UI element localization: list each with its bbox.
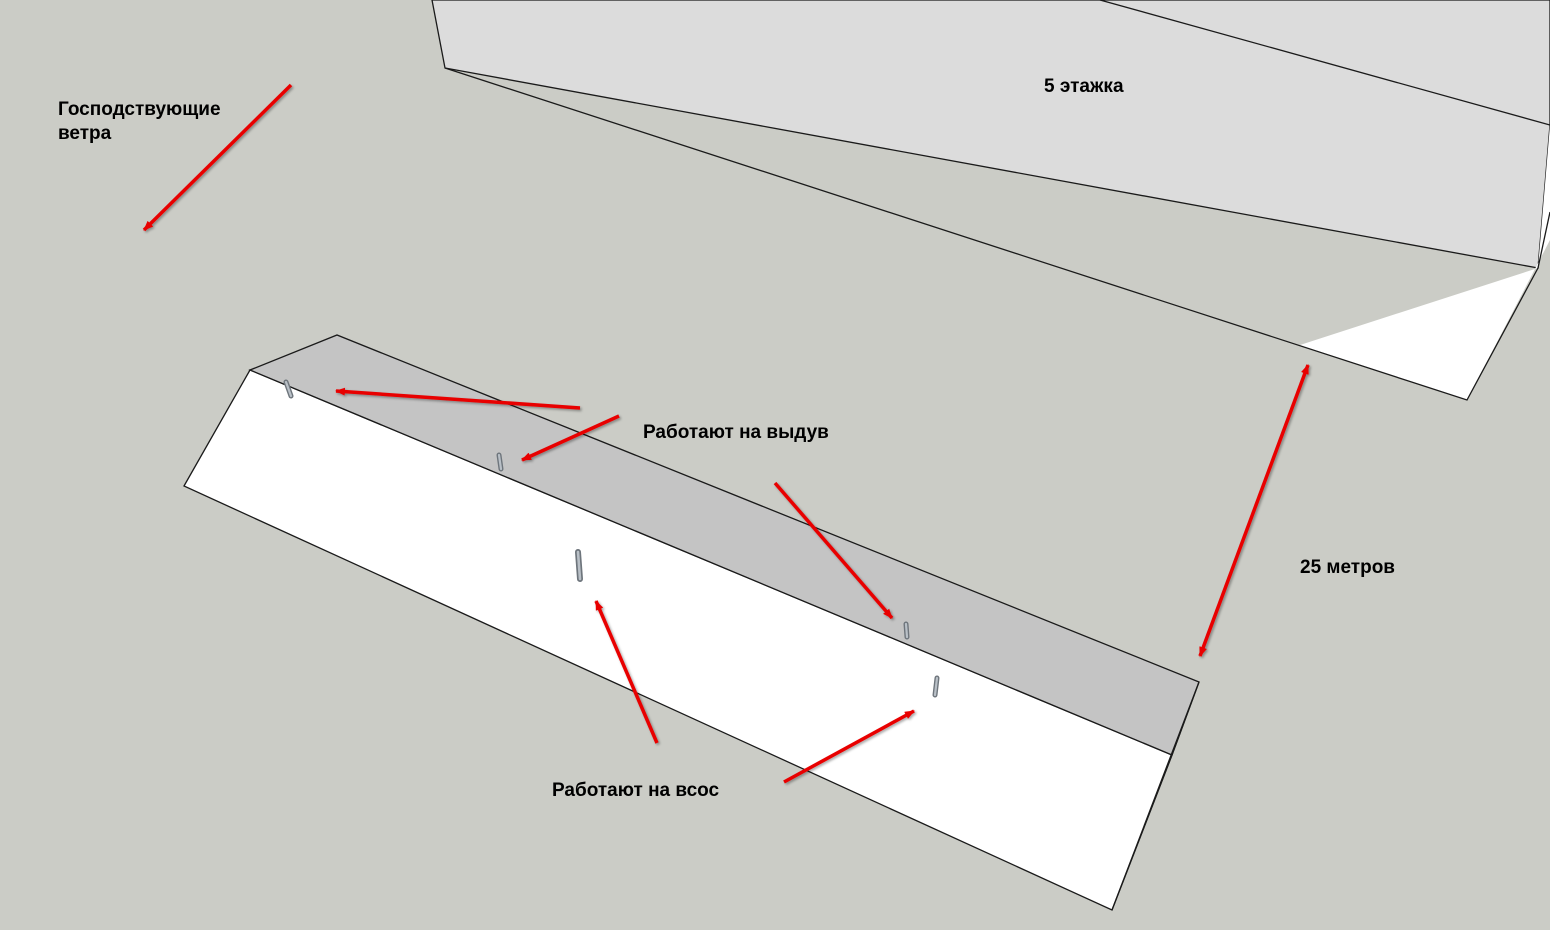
roof-slope-end-face bbox=[1111, 681, 1200, 911]
red-arrow-icon bbox=[773, 481, 894, 620]
prevailing-winds-label-line1: Господствующие bbox=[58, 99, 221, 120]
vent-pipe-icon bbox=[903, 621, 910, 640]
annotation-arrows bbox=[142, 83, 1310, 784]
prevailing-winds-label-line2: ветра bbox=[58, 123, 112, 144]
building-top-edge bbox=[1099, 0, 1550, 126]
distance-label: 25 метров bbox=[1300, 557, 1395, 578]
vent-pipe-icon bbox=[283, 379, 294, 399]
red-arrow-icon bbox=[783, 709, 915, 784]
building-bottom-edge bbox=[444, 67, 1539, 401]
five-storey-building bbox=[431, 0, 1550, 401]
red-arrow-icon bbox=[594, 600, 659, 744]
red-arrow-icon bbox=[1198, 364, 1310, 657]
vent-pipe-icon bbox=[575, 549, 583, 582]
vent-pipe-icon bbox=[932, 675, 940, 698]
intake-label: Работают на всос bbox=[552, 780, 720, 801]
vent-pipe-icon bbox=[496, 452, 504, 472]
red-arrow-icon bbox=[521, 414, 620, 462]
building-side-face bbox=[1300, 125, 1550, 400]
sloped-roof-structure bbox=[183, 334, 1200, 911]
building-corner-edge bbox=[1537, 211, 1550, 269]
vent-pipes bbox=[283, 379, 940, 698]
red-arrow-icon bbox=[335, 387, 581, 410]
exhaust-label: Работают на выдув bbox=[643, 422, 829, 443]
five-storey-label: 5 этажка bbox=[1044, 76, 1124, 97]
red-arrow-icon bbox=[142, 83, 293, 232]
